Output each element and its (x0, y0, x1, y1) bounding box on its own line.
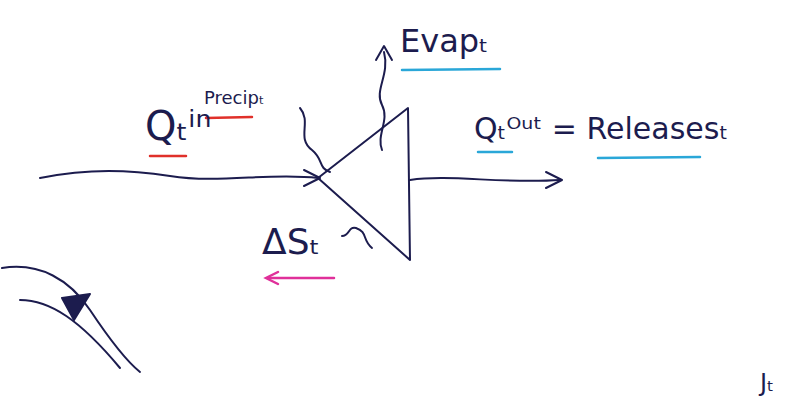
outflow-label: Qₜᴼᵘᵗ = Releasesₜ (474, 112, 728, 145)
storage-line (342, 228, 372, 248)
pink-arrowhead (266, 272, 278, 284)
inflow-label: Qₜⁱⁿ (145, 104, 211, 148)
sketch-triangle (62, 294, 90, 320)
blue-underline (402, 69, 500, 70)
evaporation-label: Evapₜ (400, 24, 489, 59)
blue-underline (598, 157, 700, 158)
sketch-curve (2, 267, 140, 372)
blue-underline (478, 151, 512, 154)
red-underline (150, 155, 186, 158)
precipitation-line (300, 108, 330, 172)
reservoir-triangle (318, 108, 410, 260)
outflow-line (410, 178, 560, 181)
evaporation-arrowhead (376, 46, 392, 60)
storage-change-label: ΔSₜ (262, 222, 320, 262)
pink-underline (268, 277, 334, 280)
outflow-arrowhead (546, 172, 562, 188)
inflow-line (40, 171, 318, 179)
red-underline (206, 117, 252, 118)
evaporation-arrow (380, 52, 386, 150)
stray-label: Jₜ (760, 370, 774, 396)
precipitation-label: Precipₜ (204, 88, 264, 108)
